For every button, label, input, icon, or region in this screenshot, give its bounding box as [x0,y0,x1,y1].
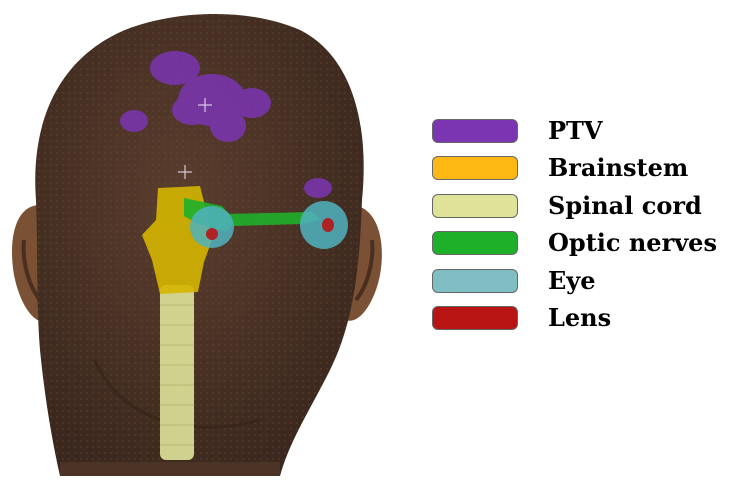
legend-swatch-brainstem [432,156,518,180]
legend-swatch-spinal-cord [432,194,518,218]
legend-label-ptv: PTV [548,113,603,149]
legend-label-eye: Eye [548,263,596,299]
spinal-cord-structure [160,285,194,460]
legend-label-lens: Lens [548,300,611,336]
legend-swatch-ptv [432,119,518,143]
legend-item-optic-nerves: Optic nerves [432,225,732,262]
legend-label-spinal-cord: Spinal cord [548,188,702,224]
legend-label-brainstem: Brainstem [548,150,688,186]
legend-item-lens: Lens [432,300,732,337]
legend-item-spinal-cord: Spinal cord [432,188,732,225]
legend-item-ptv: PTV [432,113,732,150]
legend-swatch-optic-nerves [432,231,518,255]
legend-label-optic-nerves: Optic nerves [548,225,717,261]
legend-item-eye: Eye [432,263,732,300]
legend-swatch-eye [432,269,518,293]
legend-item-brainstem: Brainstem [432,150,732,187]
legend: PTV Brainstem Spinal cord Optic nerves E… [432,113,732,337]
legend-swatch-lens [432,306,518,330]
